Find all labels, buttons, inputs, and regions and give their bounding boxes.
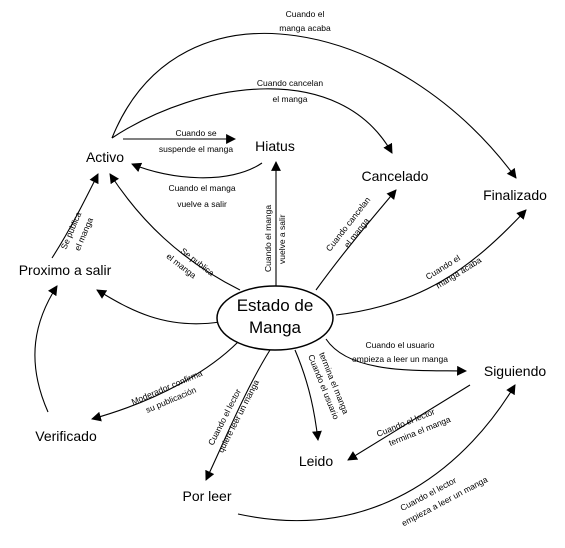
label-usuario-1: Cuando el usuario xyxy=(366,340,435,350)
node-activo[interactable]: Activo xyxy=(86,149,124,165)
edge-estado-proximo xyxy=(96,289,221,325)
label-suspende-1: Cuando se xyxy=(175,128,216,138)
edge-siguiendo-leido xyxy=(347,384,471,461)
label-vuelve-v-1: Cuando el manga xyxy=(263,205,273,272)
node-proximo[interactable]: Proximo a salir xyxy=(19,262,112,278)
label-se-publica-left: Se publica el manga xyxy=(59,210,96,252)
edge-estado-finalizado xyxy=(335,209,527,316)
label-top-acaba-2: manga acaba xyxy=(279,23,331,33)
edge-estado-porleer xyxy=(205,349,271,481)
label-acaba-right: Cuando el manga acaba xyxy=(424,253,483,291)
edge-activo-cancelado xyxy=(111,88,393,154)
edge-proximo-activo xyxy=(51,173,99,259)
edge-activo-finalizado xyxy=(111,32,517,179)
edge-estado-leido xyxy=(294,349,322,441)
node-porleer[interactable]: Por leer xyxy=(182,488,231,504)
label-top-acaba-1: Cuando el xyxy=(286,9,325,19)
label-cancelan-diagonal: Cuando cancelan el manga xyxy=(324,195,373,254)
center-state-ellipse[interactable] xyxy=(216,285,334,351)
center-state-label-line1: Estado de xyxy=(237,296,314,315)
edge-estado-verificado xyxy=(91,341,239,422)
label-cancelan-2: el manga xyxy=(273,94,308,104)
label-usuario-2: empieza a leer un manga xyxy=(352,354,448,364)
label-vuelve-2: vuelve a salir xyxy=(177,199,227,209)
edge-hiatus-activo xyxy=(131,162,263,179)
edge-estado-activo xyxy=(109,173,241,291)
edge-estado-cancelado xyxy=(315,189,397,291)
node-finalizado[interactable]: Finalizado xyxy=(483,187,547,203)
center-state-label-line2: Manga xyxy=(249,318,302,337)
edge-estado-siguiendo xyxy=(325,338,467,376)
node-leido[interactable]: Leido xyxy=(299,453,333,469)
node-siguiendo[interactable]: Siguiendo xyxy=(484,363,546,379)
label-vuelve-vertical: Cuando el manga vuelve a salir xyxy=(263,205,287,272)
node-cancelado[interactable]: Cancelado xyxy=(362,168,429,184)
edge-verificado-proximo xyxy=(34,285,58,413)
label-moderador: Moderador confirma su publicación xyxy=(130,368,204,415)
label-se-publica-center: Se publica el manga xyxy=(164,246,216,281)
label-suspende-2: suspende el manga xyxy=(159,144,233,154)
label-cancelan-1: Cuando cancelan xyxy=(257,78,323,88)
label-vuelve-v-2: vuelve a salir xyxy=(277,214,287,264)
label-vuelve-1: Cuando el manga xyxy=(168,183,235,193)
node-hiatus[interactable]: Hiatus xyxy=(255,138,295,154)
label-lector-quiere: Cuando el lector quiere leer un manga xyxy=(206,378,261,454)
edge-porleer-siguiendo xyxy=(237,384,516,522)
node-verificado[interactable]: Verificado xyxy=(35,428,97,444)
label-lector-empieza: Cuando el lector empieza a leer un manga xyxy=(399,474,490,528)
label-lector-termina: Cuando el lector termina el manga xyxy=(375,406,452,448)
